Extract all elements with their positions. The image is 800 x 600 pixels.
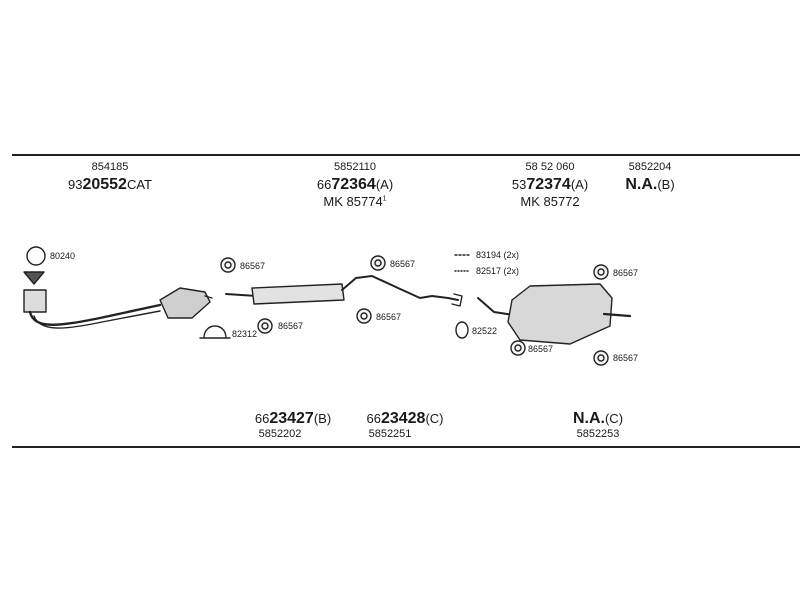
rubber-mount-icon-3: [356, 308, 372, 324]
part3-prefix: 53: [511, 177, 527, 192]
part2-bold: 72364: [331, 176, 376, 193]
part5-ref: 5852202: [258, 428, 302, 440]
part2-mk-sup: 1: [382, 195, 387, 203]
part3-ref: 58 52 060: [525, 161, 575, 173]
part1-prefix: 93: [67, 177, 83, 192]
part1-ref: 854185: [91, 161, 129, 173]
u-clamp-icon: [203, 325, 227, 339]
rear-silencer-icon: [507, 283, 613, 345]
part1-number: 9320552CAT: [68, 177, 152, 193]
part1-suffix: CAT: [126, 177, 153, 192]
part1-bold: 20552: [82, 176, 127, 193]
part4-number: N.A.(B): [625, 177, 674, 193]
part5-bold: 23427: [269, 410, 314, 427]
part2-mk-text: MK 85774: [323, 194, 383, 209]
rubber-mount-icon-left: [23, 271, 45, 285]
part4-ref: 5852204: [628, 161, 672, 173]
part2-number: 6672364(A): [317, 177, 393, 193]
front-pipe-lower: [33, 310, 161, 329]
callout-82312: 82312: [232, 329, 258, 339]
part6-number: 6623428(C): [366, 411, 443, 427]
part3-bold: 72374: [526, 176, 571, 193]
part5-prefix: 66: [254, 411, 270, 426]
part6-ref: 5852251: [368, 428, 412, 440]
callout-83194: 83194 (2x): [476, 250, 520, 260]
callout-86567-f: 86567: [528, 344, 554, 354]
part7-suffix: (C): [604, 411, 624, 426]
rubber-mount-icon-7: [593, 350, 609, 366]
front-pipe: [28, 303, 162, 326]
front-silencer-inlet: [225, 293, 257, 297]
callout-80240: 80240: [50, 251, 76, 261]
part7-number: N.A.(C): [573, 411, 623, 427]
part7-bold: N.A.: [572, 410, 605, 427]
top-divider: [12, 154, 800, 156]
part3-mk: MK 85772: [520, 194, 580, 209]
rubber-mount-icon-4: [257, 318, 273, 334]
part2-mk: MK 857741: [323, 195, 386, 208]
callout-82522: 82522: [472, 326, 498, 336]
part4-suffix: (B): [657, 177, 675, 192]
front-silencer-icon: [251, 283, 345, 305]
part6-suffix: (C): [425, 411, 444, 426]
clamp-ring-icon: [26, 246, 46, 266]
part6-bold: 23428: [380, 410, 426, 427]
part7-ref: 5852253: [576, 428, 620, 440]
gasket-ring-icon: [455, 321, 469, 339]
part2-suffix: (A): [375, 177, 394, 192]
part2-prefix: 66: [316, 177, 332, 192]
flange-icon: [23, 289, 47, 313]
part5-suffix: (B): [313, 411, 332, 426]
callout-82517: 82517 (2x): [476, 266, 520, 276]
part5-number: 6623427(B): [255, 411, 331, 427]
rubber-mount-icon-6: [510, 340, 526, 356]
rubber-mount-icon-5: [593, 264, 609, 280]
rear-tailpipe: [602, 312, 632, 318]
callout-86567-d: 86567: [278, 321, 304, 331]
callout-86567-e: 86567: [613, 268, 639, 278]
callout-86567-c: 86567: [376, 312, 402, 322]
part6-prefix: 66: [366, 411, 381, 426]
callout-86567-b: 86567: [390, 259, 416, 269]
part4-bold: N.A.: [625, 176, 658, 193]
part3-suffix: (A): [570, 177, 589, 192]
mid-pipe-end: [451, 293, 463, 307]
part2-ref: 5852110: [333, 161, 377, 173]
callout-86567-g: 86567: [613, 353, 639, 363]
catalytic-converter-icon: [159, 287, 211, 319]
bottom-divider: [12, 446, 800, 448]
rubber-mount-icon-1: [220, 257, 236, 273]
mid-pipe: [341, 275, 459, 301]
part3-number: 5372374(A): [512, 177, 588, 193]
rubber-mount-icon-2: [370, 255, 386, 271]
cat-outlet: [204, 295, 213, 299]
callout-86567-a: 86567: [240, 261, 266, 271]
